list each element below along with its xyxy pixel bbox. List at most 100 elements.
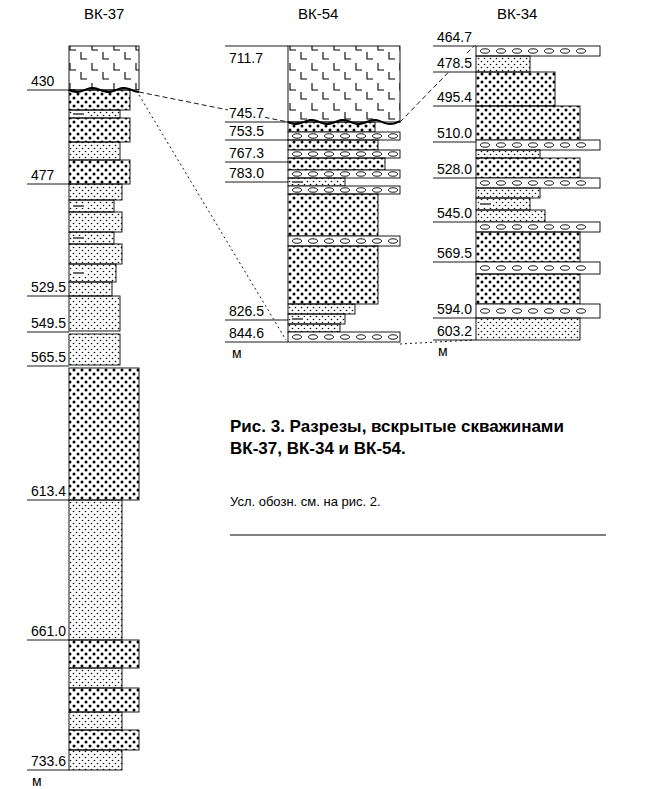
pebble-symbol	[513, 225, 522, 229]
rock-layer	[476, 198, 530, 210]
depth-tick	[433, 222, 476, 223]
depth-tick	[225, 162, 288, 163]
depth-label: 711.7	[228, 50, 264, 66]
pebble-symbol	[325, 335, 334, 339]
pebble-symbol	[577, 225, 586, 229]
pebble-symbol	[389, 335, 398, 339]
pebble-symbol	[309, 172, 318, 176]
clay-dash	[292, 181, 303, 182]
pebble-symbol	[577, 49, 586, 53]
depth-label: 478.5	[436, 55, 473, 71]
pebble-symbol	[357, 134, 366, 138]
depth-tick	[27, 500, 69, 501]
rock-layer	[288, 314, 345, 324]
depth-label: 745.7	[228, 105, 265, 121]
clay-dash	[292, 318, 303, 319]
pebble-symbol	[513, 266, 522, 270]
rock-layer	[69, 282, 112, 296]
rock-layer	[69, 334, 120, 365]
rule	[230, 535, 606, 536]
depth-tick	[225, 140, 288, 141]
rock-layer	[476, 304, 600, 318]
rock-layer	[69, 730, 139, 750]
clay-dash	[73, 237, 84, 238]
depth-tick	[433, 106, 476, 107]
pebble-symbol	[545, 309, 554, 313]
legend-note: Усл. обозн. см. на рис. 2.	[230, 494, 381, 510]
depth-tick	[433, 46, 476, 47]
rock-layer	[69, 212, 122, 232]
pebble-symbol	[325, 188, 334, 192]
pebble-symbol	[545, 49, 554, 53]
rock-layer	[476, 262, 600, 274]
correlation-line	[400, 340, 474, 344]
figure-caption: Рис. 3. Разрезы, вскрытые скважинами ВК-…	[230, 416, 602, 460]
depth-label: 753.5	[228, 123, 265, 139]
depth-label: 613.4	[30, 483, 67, 499]
pebble-symbol	[481, 266, 490, 270]
depth-tick	[433, 318, 476, 319]
pebble-symbol	[561, 225, 570, 229]
pebble-symbol	[293, 134, 302, 138]
depth-tick	[27, 770, 69, 771]
pebble-symbol	[577, 266, 586, 270]
rock-layer	[69, 244, 122, 264]
rock-layer	[288, 132, 400, 140]
pebble-symbol	[325, 172, 334, 176]
rock-layer	[476, 56, 530, 72]
pebble-symbol	[341, 172, 350, 176]
pebble-symbol	[529, 143, 538, 147]
pebble-symbol	[481, 143, 490, 147]
pebble-symbol	[341, 239, 350, 243]
pebble-symbol	[497, 143, 506, 147]
depth-tick	[225, 342, 288, 343]
rock-layer	[69, 750, 122, 770]
rock-layer	[476, 210, 545, 222]
pebble-symbol	[373, 335, 382, 339]
pebble-symbol	[513, 143, 522, 147]
rock-layer	[69, 500, 122, 640]
pebble-symbol	[545, 143, 554, 147]
unconformity-line	[288, 120, 400, 124]
pebble-symbol	[293, 172, 302, 176]
depth-label: 528.0	[436, 161, 473, 177]
rock-layer	[69, 46, 139, 90]
rock-layer	[69, 296, 120, 331]
pebble-symbol	[561, 143, 570, 147]
depth-label: 565.5	[30, 349, 67, 365]
rock-layer	[288, 194, 378, 236]
well-name: ВК-37	[84, 6, 124, 22]
pebble-symbol	[373, 134, 382, 138]
rock-layer	[476, 140, 600, 150]
well-name: ВК-34	[497, 6, 537, 22]
rock-layer	[69, 640, 139, 668]
depth-tick	[27, 640, 69, 641]
pebble-symbol	[513, 309, 522, 313]
depth-tick	[433, 178, 476, 179]
pebble-symbol	[357, 188, 366, 192]
pebble-symbol	[325, 134, 334, 138]
unit-label: м	[438, 343, 448, 359]
pebble-symbol	[389, 239, 398, 243]
pebble-symbol	[341, 152, 350, 156]
pebble-symbol	[389, 152, 398, 156]
depth-tick	[433, 262, 476, 263]
pebble-symbol	[481, 309, 490, 313]
depth-tick	[27, 332, 69, 333]
pebble-symbol	[389, 188, 398, 192]
depth-tick	[27, 366, 69, 367]
depth-label: 464.7	[436, 29, 473, 45]
rock-layer	[476, 318, 580, 340]
pebble-symbol	[545, 225, 554, 229]
rock-layer	[69, 668, 122, 688]
depth-tick	[433, 72, 476, 73]
pebble-symbol	[373, 188, 382, 192]
clay-dash	[73, 113, 84, 114]
pebble-symbol	[357, 335, 366, 339]
clay-dash	[480, 203, 491, 204]
depth-label: 510.0	[436, 125, 473, 141]
pebble-symbol	[577, 143, 586, 147]
pebble-symbol	[561, 266, 570, 270]
rock-layer	[476, 178, 600, 188]
